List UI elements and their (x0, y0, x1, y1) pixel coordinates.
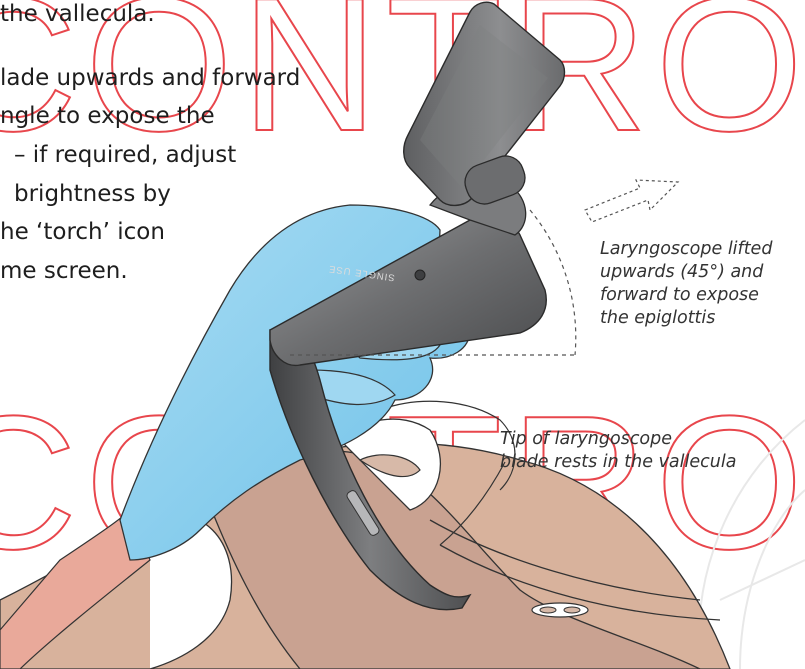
tip-annotation-line-2: blade rests in the vallecula (500, 451, 736, 474)
instruction-line-4: – if required, adjust (14, 136, 236, 175)
tip-annotation-line-1: Tip of laryngoscope (500, 428, 736, 451)
instruction-line-5: brightness by (14, 175, 171, 214)
tip-annotation: Tip of laryngoscope blade rests in the v… (500, 428, 736, 474)
instruction-line-7: me screen. (0, 252, 128, 291)
lift-annotation-line-3: forward to expose (600, 284, 772, 307)
dashed-arrow (585, 180, 678, 222)
instruction-line-3: ngle to expose the (0, 97, 215, 136)
instruction-line-1: the vallecula. (0, 0, 155, 34)
instruction-line-6: he ‘torch’ icon (0, 213, 165, 252)
power-button (415, 270, 425, 280)
lift-annotation-line-1: Laryngoscope lifted (600, 238, 772, 261)
lift-annotation-line-4: the epiglottis (600, 307, 772, 330)
lift-annotation: Laryngoscope lifted upwards (45°) and fo… (600, 238, 772, 330)
instruction-line-2: lade upwards and forward (0, 59, 300, 98)
lift-annotation-line-2: upwards (45°) and (600, 261, 772, 284)
